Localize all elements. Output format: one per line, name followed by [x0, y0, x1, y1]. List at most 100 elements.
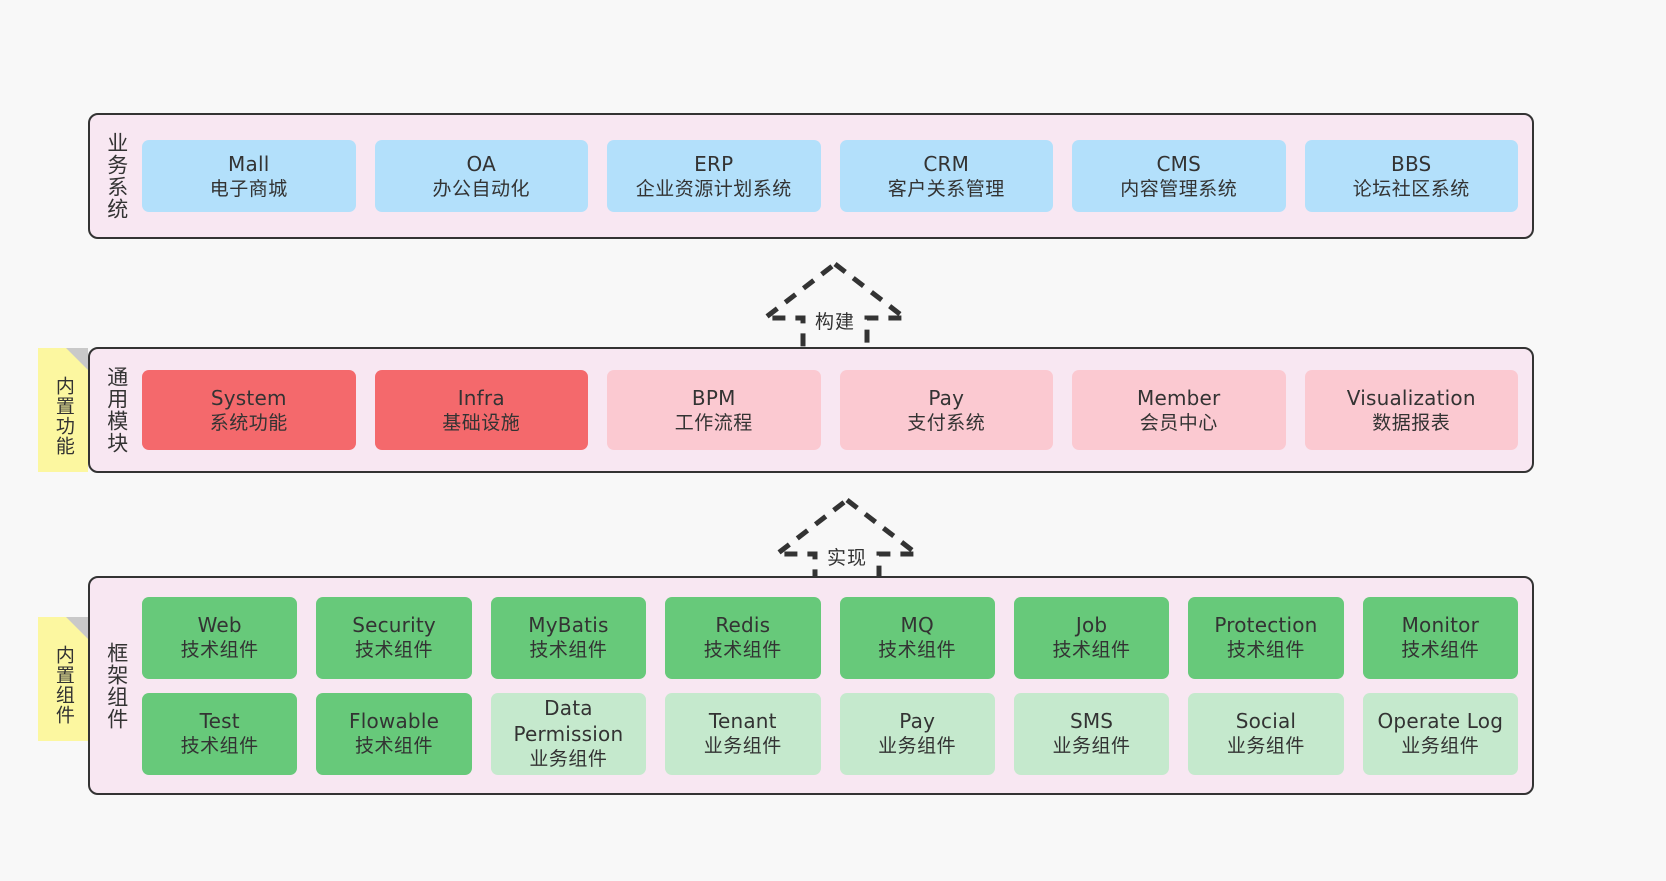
arrow-build: 构建 [759, 258, 911, 358]
arrow-realize-label: 实现 [826, 547, 867, 569]
card-cms-cn: 内容管理系统 [1120, 177, 1238, 200]
card-mq-cn: 技术组件 [878, 639, 957, 662]
card-monitor-en: Monitor [1401, 613, 1480, 638]
card-pay-component-cn: 业务组件 [878, 735, 957, 758]
card-redis-cn: 技术组件 [703, 639, 782, 662]
card-pay-module-cn: 支付系统 [907, 411, 986, 434]
card-visualization-en: Visualization [1346, 385, 1476, 410]
card-pay-module[interactable]: Pay 支付系统 [839, 370, 1053, 450]
card-bpm-cn: 工作流程 [674, 411, 753, 434]
layer-business-body: Mall 电子商城 OA 办公自动化 ERP 企业资源计划系统 CRM 客户关系… [142, 115, 1532, 237]
card-social-cn: 业务组件 [1226, 735, 1305, 758]
card-monitor[interactable]: Monitor 技术组件 [1362, 596, 1518, 679]
card-operate-log-cn: 业务组件 [1401, 735, 1480, 758]
card-redis-en: Redis [715, 613, 771, 638]
card-system-cn: 系统功能 [209, 411, 288, 434]
card-bbs-cn: 论坛社区系统 [1352, 177, 1470, 200]
card-data-permission-en: Data Permission [513, 696, 624, 747]
card-cms[interactable]: CMS 内容管理系统 [1072, 140, 1286, 212]
card-web[interactable]: Web 技术组件 [142, 596, 298, 679]
card-flowable[interactable]: Flowable 技术组件 [316, 692, 472, 775]
card-mall-cn: 电子商城 [209, 177, 288, 200]
card-job-en: Job [1075, 613, 1108, 638]
card-system[interactable]: System 系统功能 [142, 370, 356, 450]
layer-module-body: System 系统功能 Infra 基础设施 BPM 工作流程 Pay 支付系统… [142, 349, 1532, 471]
card-system-en: System [210, 385, 287, 410]
card-member-cn: 会员中心 [1139, 411, 1218, 434]
card-sms[interactable]: SMS 业务组件 [1013, 692, 1170, 775]
layer-framework-body: Web 技术组件 Security 技术组件 MyBatis 技术组件 Redi… [142, 578, 1532, 793]
card-infra-en: Infra [457, 385, 505, 410]
business-card-row: Mall 电子商城 OA 办公自动化 ERP 企业资源计划系统 CRM 客户关系… [142, 140, 1518, 212]
note-builtin-components-label: 内置组件 [52, 645, 75, 725]
card-infra[interactable]: Infra 基础设施 [374, 370, 588, 450]
card-crm-cn: 客户关系管理 [887, 177, 1005, 200]
card-member[interactable]: Member 会员中心 [1072, 370, 1286, 450]
card-mybatis[interactable]: MyBatis 技术组件 [490, 596, 647, 679]
card-mybatis-en: MyBatis [528, 613, 609, 638]
card-oa[interactable]: OA 办公自动化 [374, 140, 588, 212]
arrow-build-label: 构建 [814, 311, 855, 333]
card-mall-en: Mall [228, 151, 270, 176]
card-infra-cn: 基础设施 [442, 411, 521, 434]
framework-tech-row: Web 技术组件 Security 技术组件 MyBatis 技术组件 Redi… [142, 596, 1518, 679]
note-builtin-features: 内置功能 [38, 348, 88, 472]
card-oa-en: OA [466, 151, 496, 176]
module-card-row: System 系统功能 Infra 基础设施 BPM 工作流程 Pay 支付系统… [142, 370, 1518, 450]
card-visualization[interactable]: Visualization 数据报表 [1304, 370, 1518, 450]
card-member-en: Member [1137, 385, 1221, 410]
card-mall[interactable]: Mall 电子商城 [142, 140, 356, 212]
card-bpm-en: BPM [691, 385, 736, 410]
card-flowable-cn: 技术组件 [355, 735, 434, 758]
card-security-cn: 技术组件 [355, 639, 434, 662]
note-fold-corner-icon [66, 617, 88, 639]
card-test[interactable]: Test 技术组件 [142, 692, 298, 775]
card-protection[interactable]: Protection 技术组件 [1188, 596, 1344, 679]
card-social[interactable]: Social 业务组件 [1188, 692, 1344, 775]
card-mybatis-cn: 技术组件 [529, 639, 608, 662]
note-fold-corner-icon [66, 348, 88, 370]
card-protection-cn: 技术组件 [1226, 639, 1305, 662]
layer-business-systems: 业务系统 Mall 电子商城 OA 办公自动化 ERP 企业资源计划系统 CRM… [88, 113, 1534, 239]
note-builtin-features-label: 内置功能 [52, 376, 75, 456]
card-bpm[interactable]: BPM 工作流程 [607, 370, 821, 450]
card-job[interactable]: Job 技术组件 [1013, 596, 1170, 679]
card-test-en: Test [199, 709, 240, 734]
card-social-en: Social [1235, 709, 1297, 734]
card-mq[interactable]: MQ 技术组件 [839, 596, 995, 679]
card-flowable-en: Flowable [349, 709, 440, 734]
card-operate-log-en: Operate Log [1377, 709, 1504, 734]
card-tenant[interactable]: Tenant 业务组件 [665, 692, 821, 775]
card-crm-en: CRM [923, 151, 970, 176]
card-pay-component[interactable]: Pay 业务组件 [839, 692, 995, 775]
card-erp-en: ERP [694, 151, 734, 176]
card-protection-en: Protection [1214, 613, 1318, 638]
framework-biz-row: Test 技术组件 Flowable 技术组件 Data Permission … [142, 692, 1518, 775]
card-cms-en: CMS [1156, 151, 1202, 176]
card-oa-cn: 办公自动化 [432, 177, 530, 200]
card-sms-cn: 业务组件 [1052, 735, 1131, 758]
layer-module-title: 通用模块 [104, 366, 129, 454]
card-pay-component-en: Pay [899, 709, 936, 734]
card-tenant-en: Tenant [708, 709, 777, 734]
card-bbs[interactable]: BBS 论坛社区系统 [1304, 140, 1518, 212]
card-security-en: Security [352, 613, 436, 638]
card-erp-cn: 企业资源计划系统 [635, 177, 792, 200]
card-crm[interactable]: CRM 客户关系管理 [839, 140, 1053, 212]
card-pay-module-en: Pay [928, 385, 965, 410]
note-builtin-components: 内置组件 [38, 617, 88, 741]
card-redis[interactable]: Redis 技术组件 [665, 596, 821, 679]
card-erp[interactable]: ERP 企业资源计划系统 [607, 140, 821, 212]
layer-common-modules: 通用模块 System 系统功能 Infra 基础设施 BPM 工作流程 Pay… [88, 347, 1534, 473]
card-security[interactable]: Security 技术组件 [316, 596, 472, 679]
layer-framework-components: 框架组件 Web 技术组件 Security 技术组件 MyBatis 技术组件… [88, 576, 1534, 795]
layer-framework-title: 框架组件 [104, 641, 129, 730]
card-operate-log[interactable]: Operate Log 业务组件 [1362, 692, 1518, 775]
card-mq-en: MQ [900, 613, 934, 638]
card-tenant-cn: 业务组件 [703, 735, 782, 758]
card-sms-en: SMS [1069, 709, 1114, 734]
card-web-en: Web [197, 613, 242, 638]
card-web-cn: 技术组件 [180, 639, 259, 662]
card-data-permission[interactable]: Data Permission 业务组件 [490, 692, 647, 775]
